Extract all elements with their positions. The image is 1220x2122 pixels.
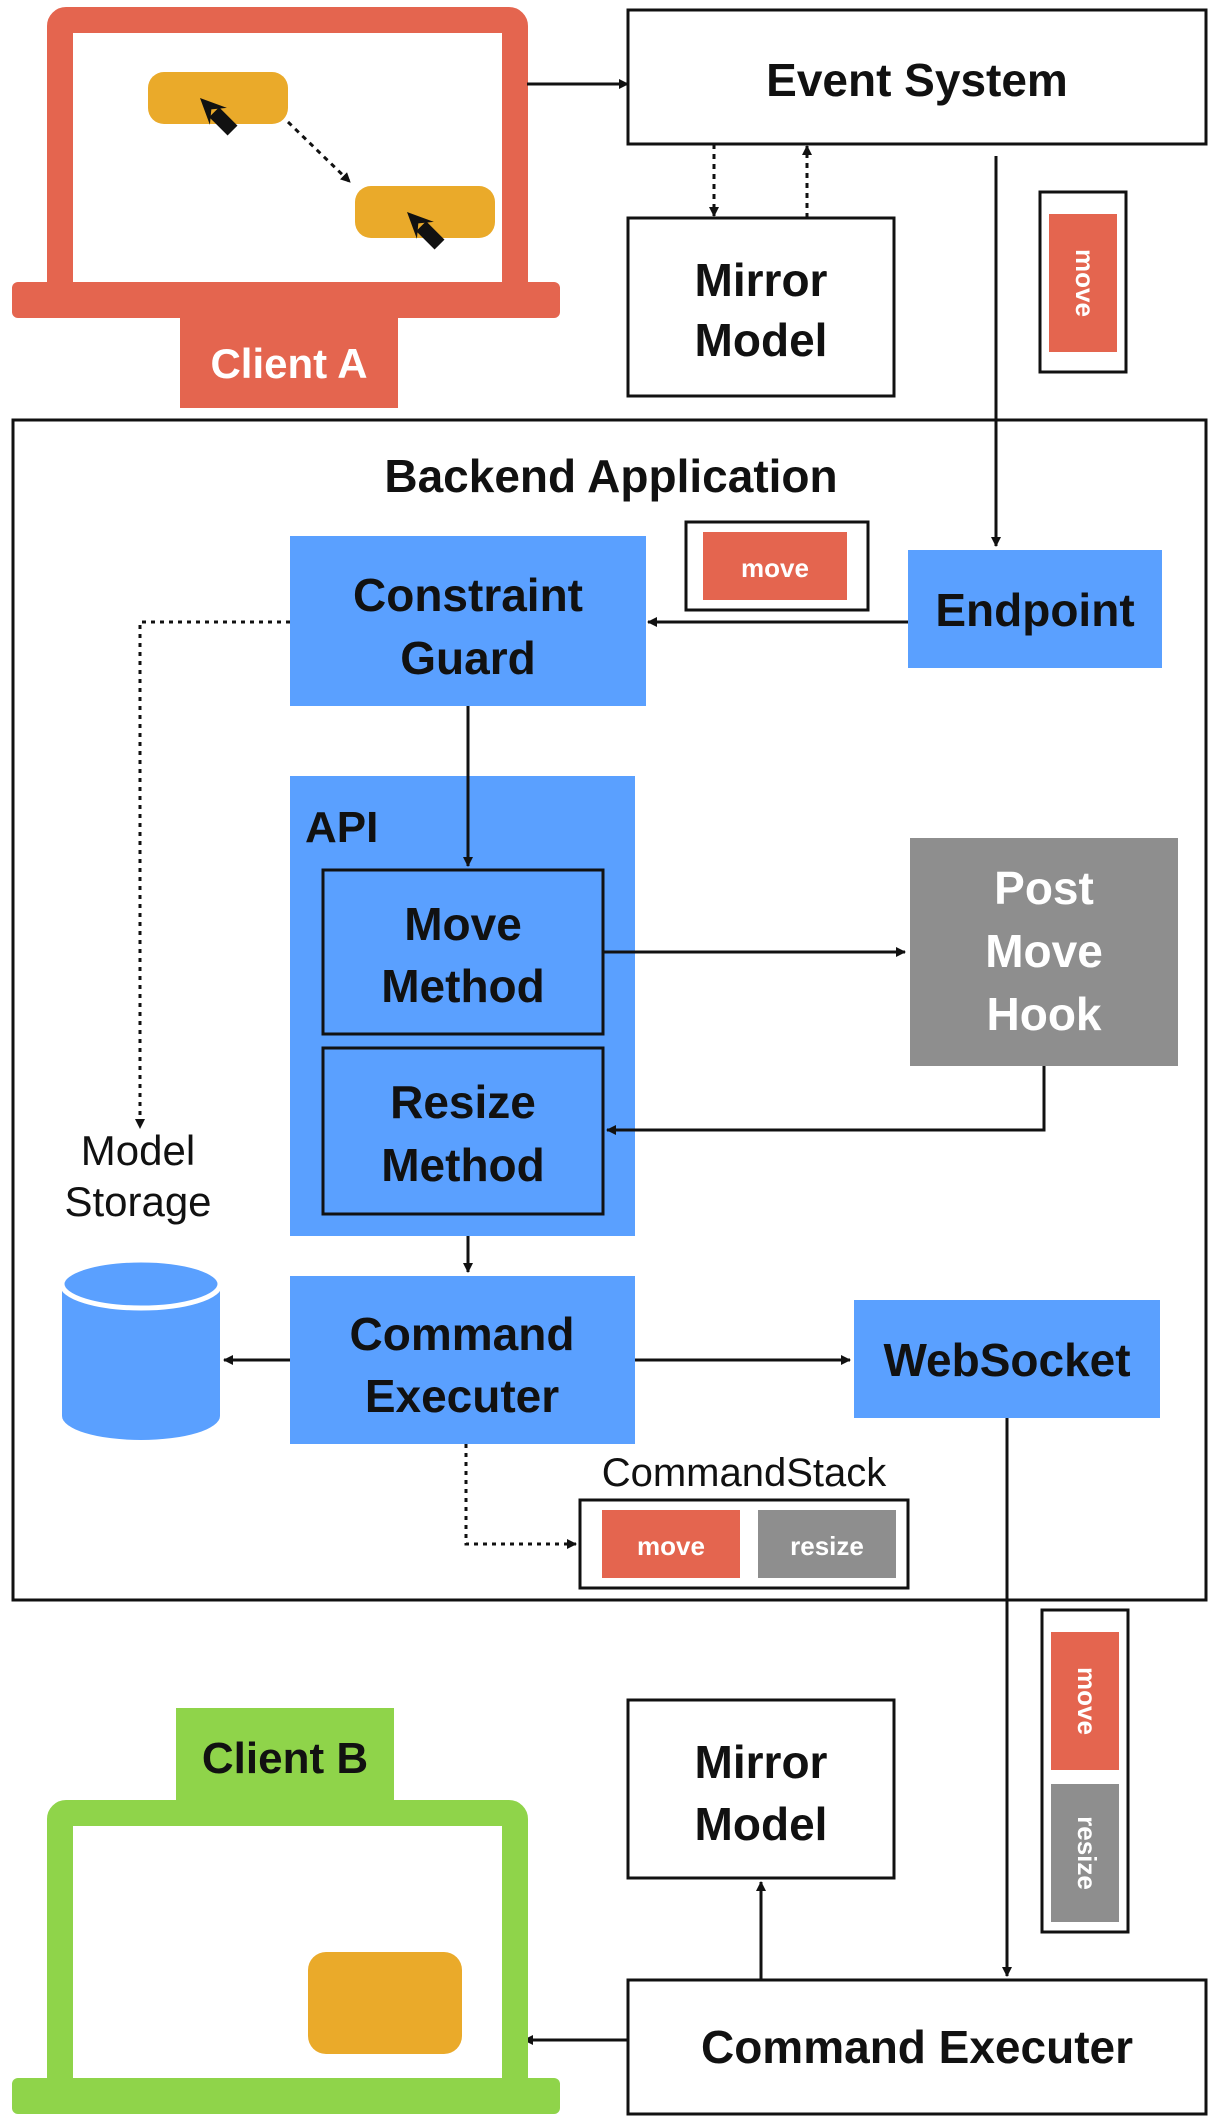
model-storage-line1: Model xyxy=(81,1127,195,1174)
api-label: API xyxy=(305,803,378,852)
mirror-model-bottom-line1: Mirror xyxy=(695,1736,828,1788)
post-move-hook-line1: Post xyxy=(994,862,1094,914)
arrow-guard-to-storage xyxy=(135,620,290,1129)
backend-application-box xyxy=(11,418,1208,1602)
move-method-line1: Move xyxy=(404,898,522,950)
move-method-line2: Method xyxy=(381,960,545,1012)
mirror-model-top-line2: Model xyxy=(695,314,828,366)
resize-method-line1: Resize xyxy=(390,1076,536,1128)
post-move-hook-line2: Move xyxy=(985,925,1103,977)
endpoint-label: Endpoint xyxy=(935,584,1134,636)
mirror-model-top-box xyxy=(626,216,896,398)
websocket-box xyxy=(854,1300,1160,1418)
command-stack-label: CommandStack xyxy=(602,1451,888,1495)
shape-synced xyxy=(308,1952,462,2054)
client-b-label: Client B xyxy=(202,1734,368,1783)
command-executer-bottom-label: Command Executer xyxy=(701,2021,1133,2073)
event-system-box xyxy=(626,8,1208,146)
client-a-laptop: Client A xyxy=(12,7,560,408)
client-a-label: Client A xyxy=(210,340,367,387)
cursor-icon xyxy=(407,212,445,250)
post-move-hook-line3: Hook xyxy=(987,988,1102,1040)
drag-path-arrow xyxy=(286,120,352,184)
event-message-tag: move xyxy=(1038,190,1128,374)
endpoint-message-move: move xyxy=(741,553,809,583)
constraint-guard-line2: Guard xyxy=(400,632,535,684)
model-storage-line2: Storage xyxy=(64,1178,211,1225)
cursor-icon xyxy=(200,98,238,136)
event-message-move: move xyxy=(1070,249,1100,317)
command-executer-line1: Command xyxy=(350,1308,575,1360)
websocket-message-tag: move resize xyxy=(1040,1608,1130,1934)
command-stack: move resize xyxy=(578,1498,910,1590)
shape-after-move xyxy=(355,186,495,238)
command-executer-bottom-box xyxy=(626,1978,1208,2116)
resize-method-line2: Method xyxy=(381,1139,545,1191)
mirror-model-bottom-box xyxy=(626,1698,896,1880)
post-move-hook-box xyxy=(910,838,1178,1066)
database-icon xyxy=(59,1257,223,1440)
mirror-model-bottom-line2: Model xyxy=(695,1798,828,1850)
arrow-hook-to-resize-method xyxy=(606,1066,1046,1135)
api-box xyxy=(290,776,635,1236)
arrow-executer-to-command-stack xyxy=(464,1444,577,1549)
websocket-message-move: move xyxy=(1072,1667,1102,1735)
mirror-model-top-line1: Mirror xyxy=(695,254,828,306)
shape-before-move xyxy=(148,72,288,124)
websocket-message-resize: resize xyxy=(1072,1816,1102,1890)
resize-method-box xyxy=(321,1046,605,1216)
constraint-guard-line1: Constraint xyxy=(353,569,583,621)
constraint-guard-box xyxy=(290,536,646,706)
websocket-label: WebSocket xyxy=(883,1334,1130,1386)
command-executer-box xyxy=(290,1276,635,1444)
client-b-laptop: Client B xyxy=(12,1708,560,2114)
command-stack-item-move: move xyxy=(637,1531,705,1561)
backend-application-title: Backend Application xyxy=(384,450,837,502)
event-system-label: Event System xyxy=(766,54,1068,106)
command-stack-item-resize: resize xyxy=(790,1531,864,1561)
endpoint-box xyxy=(908,550,1162,668)
endpoint-message-tag: move xyxy=(684,520,870,612)
command-executer-line2: Executer xyxy=(365,1370,559,1422)
